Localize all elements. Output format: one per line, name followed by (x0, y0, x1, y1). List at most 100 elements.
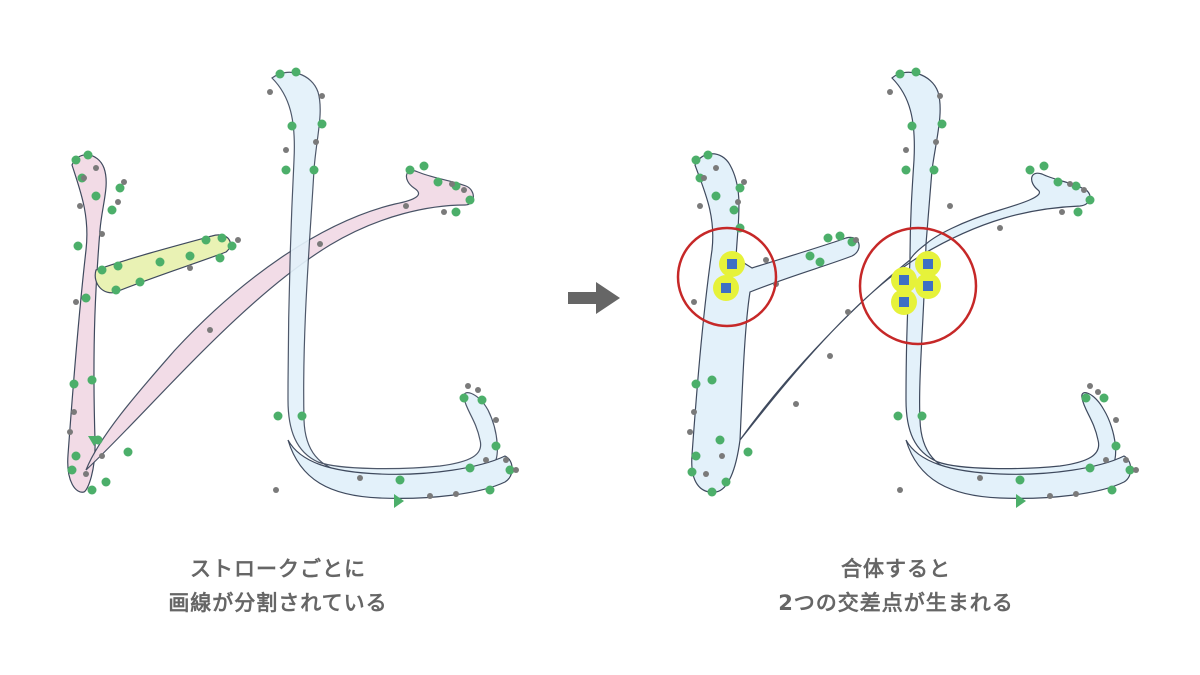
on-curve-point (1015, 475, 1025, 485)
on-curve-point (273, 411, 283, 421)
on-curve-point (805, 251, 815, 261)
caption-before: ストロークごとに 画線が分割されている (78, 552, 478, 620)
control-point (703, 471, 709, 477)
on-curve-point (459, 393, 469, 403)
on-curve-point (917, 411, 927, 421)
control-point (283, 147, 289, 153)
stroke-rising-diagonal (85, 170, 474, 471)
on-curve-point (1071, 181, 1081, 191)
on-curve-point (1085, 463, 1095, 473)
on-curve-point (1125, 465, 1135, 475)
on-curve-point (87, 485, 97, 495)
on-curve-point (419, 161, 429, 171)
on-curve-point (309, 165, 319, 175)
on-curve-point (73, 241, 83, 251)
on-curve-point (721, 477, 731, 487)
control-point (903, 147, 909, 153)
control-point (115, 199, 121, 205)
control-point (947, 203, 953, 209)
on-curve-point (691, 155, 701, 165)
intersection-point (899, 275, 909, 285)
control-point (121, 179, 127, 185)
control-point (483, 457, 489, 463)
on-curve-point (217, 233, 227, 243)
on-curve-point (929, 165, 939, 175)
on-curve-point (707, 375, 717, 385)
on-curve-point (477, 395, 487, 405)
on-curve-point (97, 265, 107, 275)
control-point (845, 309, 851, 315)
glyph-before-merge (67, 67, 519, 508)
control-point (99, 453, 105, 459)
right-arrow-icon (568, 282, 620, 314)
on-curve-point (185, 251, 195, 261)
control-point (887, 89, 893, 95)
on-curve-point (135, 277, 145, 287)
control-point (827, 353, 833, 359)
on-curve-point (227, 241, 237, 251)
on-curve-point (1081, 393, 1091, 403)
caption-after-line-1: 合体すると (841, 557, 951, 581)
control-point (687, 429, 693, 435)
control-point (1067, 181, 1073, 187)
control-point (71, 409, 77, 415)
control-point (1087, 383, 1093, 389)
on-curve-point (101, 477, 111, 487)
on-curve-point (91, 191, 101, 201)
point-set-after (687, 67, 1139, 499)
on-curve-point (711, 191, 721, 201)
control-point (741, 179, 747, 185)
on-curve-point (743, 447, 753, 457)
control-point (1103, 457, 1109, 463)
intersection-point (923, 259, 933, 269)
control-point (317, 241, 323, 247)
stroke-right-hook (271, 71, 498, 479)
on-curve-point (281, 165, 291, 175)
triangle-start-icon (394, 494, 404, 508)
highlight-circle-center-intersection (858, 226, 978, 346)
caption-before-line-1: ストロークごとに (190, 557, 366, 581)
control-point (713, 165, 719, 171)
triangle-start-icon (1016, 494, 1026, 508)
on-curve-point (893, 411, 903, 421)
intersection-point (923, 281, 933, 291)
control-point (93, 165, 99, 171)
on-curve-point (113, 261, 123, 271)
on-curve-point (87, 375, 97, 385)
on-curve-point (691, 379, 701, 389)
control-point (763, 257, 769, 263)
on-curve-point (1073, 207, 1083, 217)
control-point (319, 93, 325, 99)
control-point (449, 181, 455, 187)
control-point (719, 453, 725, 459)
on-curve-point (937, 119, 947, 129)
control-point (465, 383, 471, 389)
control-point (503, 457, 509, 463)
control-point (691, 299, 697, 305)
control-point (697, 203, 703, 209)
point-set-before (67, 67, 519, 499)
caption-after: 合体すると 2つの交差点が生まれる (696, 552, 1096, 620)
control-point (67, 429, 73, 435)
control-point (81, 175, 87, 181)
on-curve-point (895, 69, 905, 79)
on-curve-point (93, 435, 103, 445)
control-point (73, 299, 79, 305)
control-point (933, 139, 939, 145)
stroke-left-vertical (67, 154, 107, 493)
control-point (313, 139, 319, 145)
on-curve-point (1039, 161, 1049, 171)
on-curve-point (67, 465, 77, 475)
on-curve-point (901, 165, 911, 175)
control-point (735, 199, 741, 205)
on-curve-point (107, 205, 117, 215)
control-point (1095, 389, 1101, 395)
on-curve-point (729, 205, 739, 215)
intersection-points (713, 251, 941, 315)
on-curve-point (451, 207, 461, 217)
on-curve-point (275, 69, 285, 79)
control-point (793, 401, 799, 407)
control-point (1113, 417, 1119, 423)
control-point (1059, 209, 1065, 215)
